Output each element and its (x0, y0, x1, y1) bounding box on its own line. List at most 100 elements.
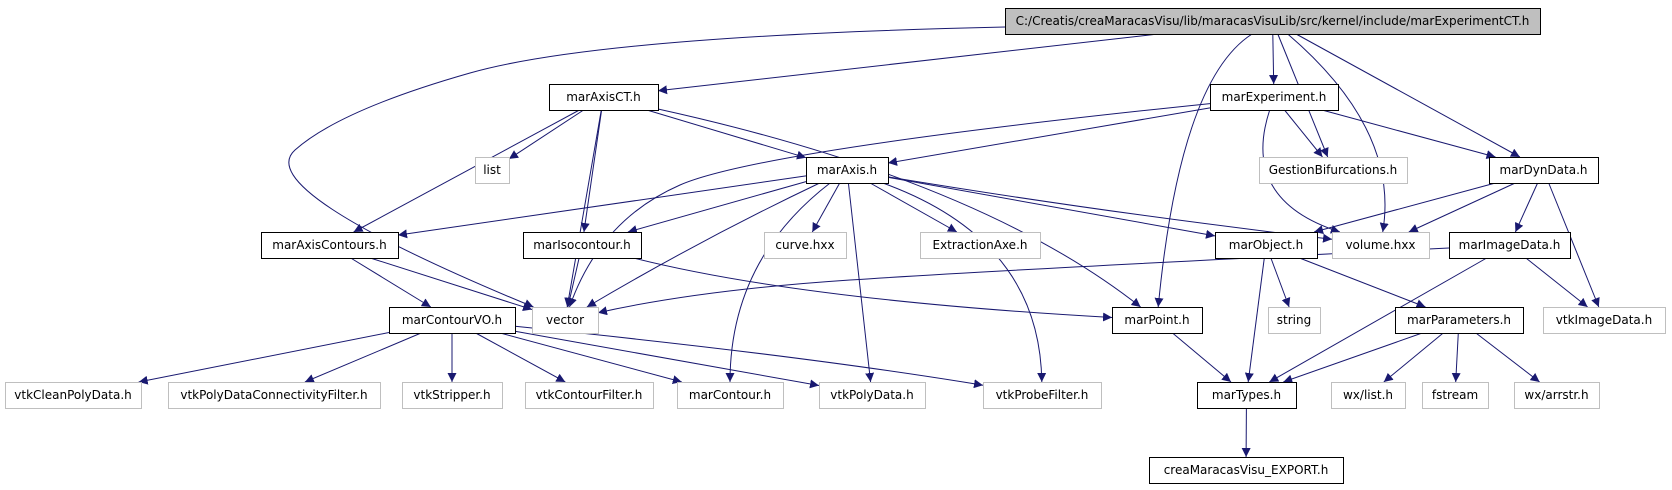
node-label-vtkPolyDataConnectivityFilter: vtkPolyDataConnectivityFilter.h (180, 388, 367, 402)
node-marAxis[interactable]: marAxis.h (806, 157, 889, 184)
node-marContourVO[interactable]: marContourVO.h (389, 307, 516, 334)
node-label-vtkProbeFilter: vtkProbeFilter.h (996, 388, 1089, 402)
edge-marAxis-to-vtkPolyData (847, 182, 875, 383)
edge-marParameters-to-arrstr (1475, 332, 1540, 383)
node-box-volume (1332, 232, 1430, 259)
edge-marAxis-to-ExtractionAxe (869, 182, 958, 233)
edge-marParameters-to-marTypes (1283, 332, 1423, 384)
edge-marDynData-to-marImageData (1514, 182, 1539, 233)
node-list: list (475, 157, 510, 184)
node-vtkPolyData: vtkPolyData.h (819, 382, 926, 409)
node-volume: volume.hxx (1332, 232, 1430, 259)
edge-root-to-volume (1287, 33, 1389, 233)
edge-marAxisContours-to-vector (370, 257, 533, 312)
node-box-marPoint (1112, 307, 1203, 334)
edge-root-to-marPoint (1154, 33, 1253, 308)
node-label-curve: curve.hxx (775, 238, 834, 252)
node-box-marContour (677, 382, 784, 409)
node-label-EXPORT: creaMaracasVisu_EXPORT.h (1164, 463, 1329, 477)
node-marParameters[interactable]: marParameters.h (1395, 307, 1524, 334)
node-box-vtkPolyData (819, 382, 926, 409)
node-box-arrstr (1514, 382, 1600, 409)
node-label-vtkPolyData: vtkPolyData.h (830, 388, 913, 402)
edge-marIsocontour-to-marPoint (633, 257, 1113, 322)
node-label-fstream: fstream (1432, 388, 1478, 402)
edge-marIsocontour-to-vector (565, 257, 580, 308)
node-marAxisContours[interactable]: marAxisContours.h (261, 232, 399, 259)
node-label-volume: volume.hxx (1345, 238, 1415, 252)
node-label-root: C:/Creatis/creaMaracasVisu/lib/maracasVi… (1016, 14, 1530, 28)
node-box-vtkStripper (402, 382, 503, 409)
edge-marAxis-to-marObject (887, 176, 1216, 239)
node-box-marContourVO (389, 307, 516, 334)
edge-marDynData-to-marObject (1313, 182, 1496, 234)
edge-root-to-marDynData (1295, 33, 1521, 158)
node-box-marTypes (1197, 382, 1297, 409)
node-marImageData[interactable]: marImageData.h (1449, 232, 1571, 259)
node-marObject[interactable]: marObject.h (1215, 232, 1318, 259)
edge-marAxis-to-vector (586, 182, 820, 308)
edge-marContourVO-to-vtkPolyDataConnectivityFilter (304, 332, 422, 383)
node-vtkPolyDataConnectivityFilter: vtkPolyDataConnectivityFilter.h (168, 382, 381, 409)
node-marAxisCT[interactable]: marAxisCT.h (549, 84, 659, 111)
edge-marObject-to-marParameters (1299, 257, 1426, 308)
edge-root-to-marExperiment (1269, 33, 1279, 85)
node-box-root (1005, 8, 1541, 35)
edge-marAxis-to-marIsocontour (627, 181, 807, 234)
node-label-marTypes: marTypes.h (1212, 388, 1281, 402)
node-box-marIsocontour (523, 232, 642, 259)
edge-marExperiment-to-marDynData (1321, 109, 1496, 159)
node-wxlist: wx/list.h (1331, 382, 1406, 409)
node-marPoint[interactable]: marPoint.h (1112, 307, 1203, 334)
edge-marAxisCT-to-marIsocontour (580, 109, 603, 233)
node-marExperiment[interactable]: marExperiment.h (1210, 84, 1339, 111)
node-curve: curve.hxx (764, 232, 847, 259)
node-label-vtkCleanPolyData: vtkCleanPolyData.h (14, 388, 131, 402)
node-box-vtkProbeFilter (983, 382, 1102, 409)
node-marContour: marContour.h (677, 382, 784, 409)
node-label-marObject: marObject.h (1229, 238, 1303, 252)
node-arrstr: wx/arrstr.h (1514, 382, 1600, 409)
node-vtkImageData: vtkImageData.h (1543, 307, 1666, 334)
edge-marContourVO-to-vtkPolyData (514, 330, 820, 389)
node-string: string (1268, 307, 1321, 334)
node-vtkProbeFilter: vtkProbeFilter.h (983, 382, 1102, 409)
node-label-string: string (1277, 313, 1311, 327)
node-box-marAxisCT (549, 84, 659, 111)
node-fstream: fstream (1422, 382, 1489, 409)
node-box-vtkPolyDataConnectivityFilter (168, 382, 381, 409)
node-box-marAxis (806, 157, 889, 184)
node-marIsocontour[interactable]: marIsocontour.h (523, 232, 642, 259)
node-label-marExperiment: marExperiment.h (1222, 90, 1327, 104)
edge-marPoint-to-marTypes (1172, 332, 1232, 383)
edge-marExperiment-to-GestionBifurcations (1284, 109, 1323, 158)
edge-marAxisCT-to-marAxisContours (353, 109, 580, 233)
node-root: C:/Creatis/creaMaracasVisu/lib/maracasVi… (1005, 8, 1541, 35)
node-label-marParameters: marParameters.h (1407, 313, 1511, 327)
node-box-vtkContourFilter (525, 382, 654, 409)
node-box-vtkCleanPolyData (5, 382, 142, 409)
node-marDynData[interactable]: marDynData.h (1489, 157, 1599, 184)
edge-marExperiment-to-vector (568, 103, 1211, 308)
edge-marDynData-to-vtkImageData (1548, 182, 1600, 308)
node-box-GestionBifurcations (1259, 157, 1408, 184)
node-box-curve (764, 232, 847, 259)
node-label-marDynData: marDynData.h (1500, 163, 1588, 177)
node-vtkCleanPolyData: vtkCleanPolyData.h (5, 382, 142, 409)
node-label-vtkStripper: vtkStripper.h (413, 388, 490, 402)
node-marTypes[interactable]: marTypes.h (1197, 382, 1297, 409)
node-label-marContourVO: marContourVO.h (402, 313, 502, 327)
node-box-marDynData (1489, 157, 1599, 184)
edge-marAxisCT-to-list (508, 109, 584, 160)
edge-marAxis-to-vtkProbeFilter (882, 182, 1047, 383)
node-box-marAxisContours (261, 232, 399, 259)
edge-marAxis-to-volume (887, 176, 1333, 243)
edge-marDynData-to-volume (1408, 182, 1516, 233)
node-EXPORT[interactable]: creaMaracasVisu_EXPORT.h (1149, 457, 1344, 484)
node-box-vtkImageData (1543, 307, 1666, 334)
node-label-marPoint: marPoint.h (1124, 313, 1189, 327)
edge-marContourVO-to-vtkCleanPolyData (138, 332, 390, 385)
edge-root-to-vector (288, 26, 1006, 308)
edge-marAxisCT-to-marPoint (657, 108, 1141, 308)
